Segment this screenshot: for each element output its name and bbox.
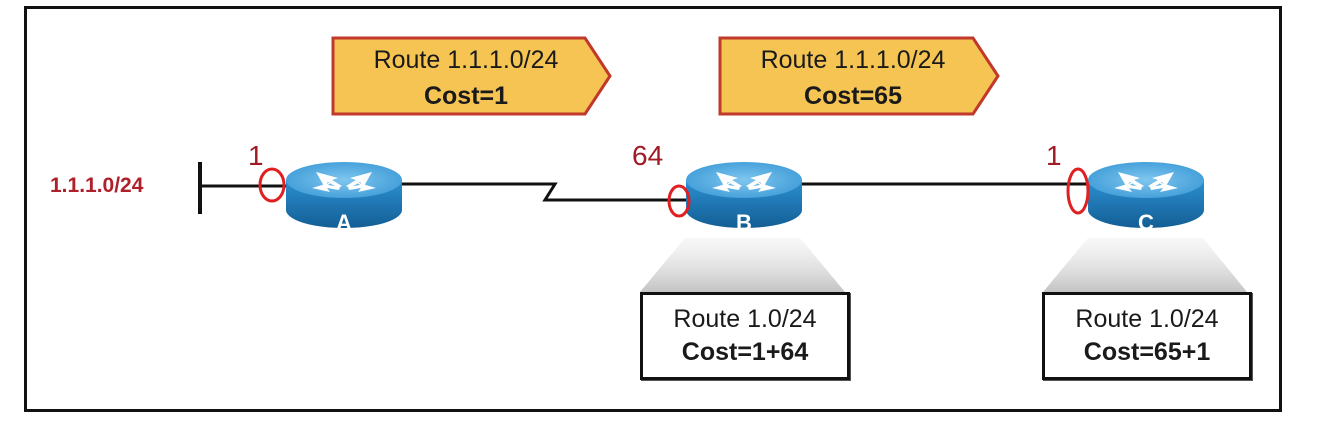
- interface-cost-c: 1: [1046, 140, 1062, 171]
- router-b-route: Route 1.0/24: [673, 305, 817, 333]
- router-c-label: C: [1138, 210, 1154, 235]
- serial-link-a-b: [400, 182, 690, 202]
- router-c-cost: Cost=65+1: [1083, 338, 1211, 366]
- interface-marker-b: [667, 184, 691, 218]
- interface-marker-c: [1066, 167, 1090, 215]
- router-b-icon: B: [686, 162, 802, 235]
- advertisement-1-cost: Cost=1: [423, 82, 509, 110]
- advertisement-1-route: Route 1.1.1.0/24: [373, 46, 559, 74]
- network-prefix-label: 1.1.1.0/24: [50, 174, 144, 197]
- advertisement-2-route: Route 1.1.1.0/24: [760, 46, 946, 74]
- router-c-icon: C: [1088, 162, 1204, 235]
- advertisement-2-arrow: [718, 36, 1000, 116]
- router-b-label: B: [736, 210, 752, 235]
- advertisement-2-cost: Cost=65: [804, 82, 902, 110]
- router-b-cost: Cost=1+64: [681, 338, 809, 366]
- advertisement-2: Route 1.1.1.0/24 Cost=65: [717, 42, 989, 114]
- router-c-table-shadow: [1043, 238, 1247, 292]
- router-a-icon: A: [286, 162, 402, 235]
- advertisement-1-arrow: [331, 36, 612, 116]
- interface-cost-b: 64: [632, 140, 664, 171]
- router-c-route: Route 1.0/24: [1075, 305, 1219, 333]
- router-b-route-table: Route 1.0/24 Cost=1+64: [640, 292, 850, 380]
- router-b-table-shadow: [640, 238, 845, 292]
- router-c-route-table: Route 1.0/24 Cost=65+1: [1042, 292, 1252, 380]
- advertisement-1: Route 1.1.1.0/24 Cost=1: [330, 42, 602, 114]
- interface-marker-a: [258, 167, 286, 203]
- router-a-label: A: [336, 210, 352, 235]
- interface-cost-a: 1: [248, 140, 264, 171]
